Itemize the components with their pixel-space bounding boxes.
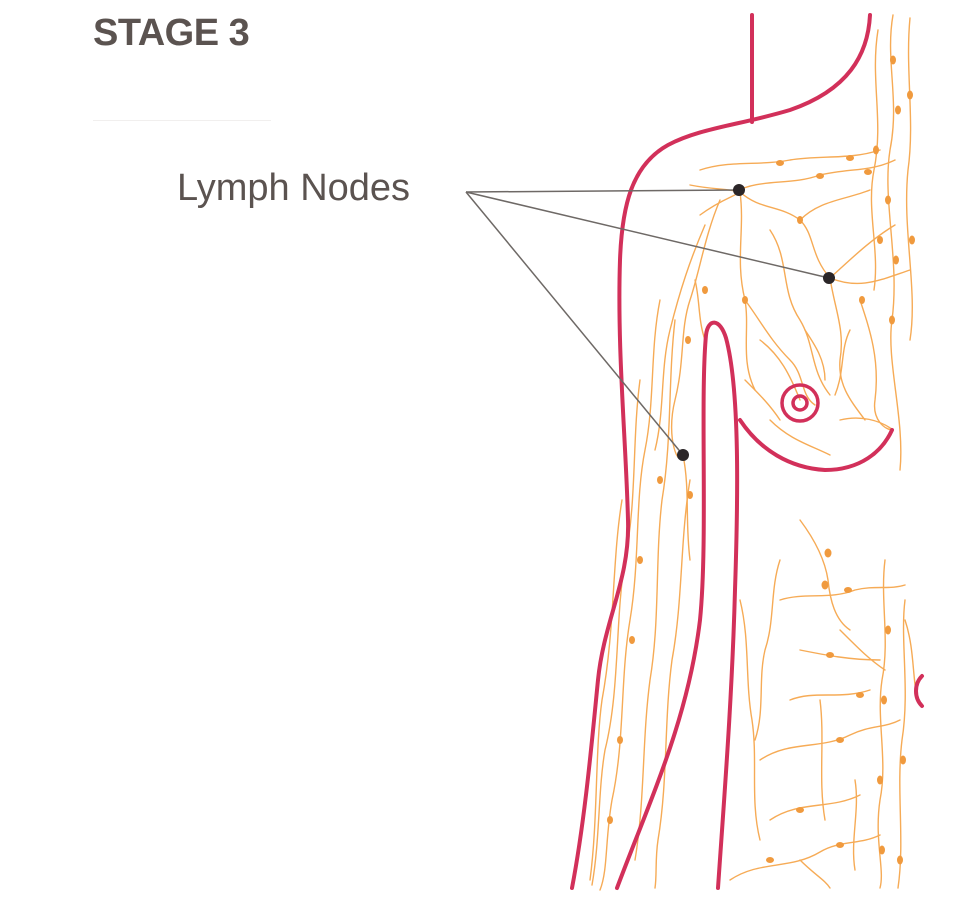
- callout-leader-lines: [465, 189, 830, 456]
- body-outline: [570, 13, 924, 890]
- lymph-nodes-label: Lymph Nodes: [177, 167, 411, 209]
- callout-markers: [677, 184, 835, 461]
- stage-title: STAGE 3: [93, 12, 250, 54]
- lymphatic-vessels: [589, 14, 919, 891]
- lymph-node-beads: [607, 55, 915, 865]
- title-divider: [93, 120, 271, 121]
